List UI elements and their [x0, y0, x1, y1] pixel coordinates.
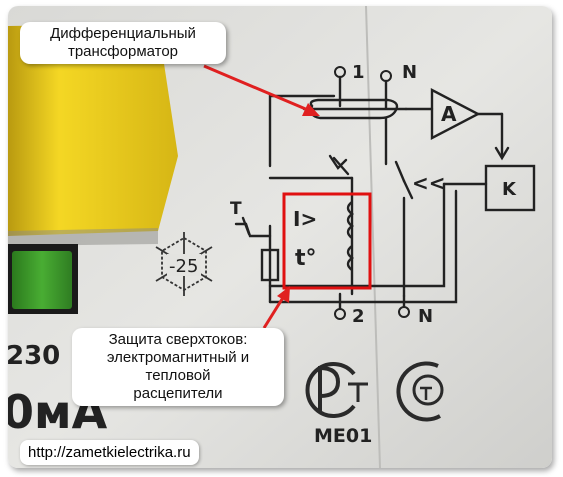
- arrow-to-breaker: [262, 295, 286, 329]
- terminal-top-n-label: N: [402, 62, 417, 83]
- temperature-rating: -25: [169, 256, 198, 277]
- arrow-to-breaker-head: [277, 286, 290, 303]
- annotation-arrows: [203, 64, 320, 329]
- cert-code: ME01: [314, 425, 372, 447]
- rcd-device-photo: 230 0мА -25 1 N: [8, 6, 552, 468]
- overcurrent-callout-line-4: расцепители: [133, 385, 223, 402]
- source-url: http://zametkielectrika.ru: [20, 440, 199, 465]
- terminal-bottom-2-label: 2: [352, 306, 365, 327]
- linkage-chevrons: <<: [412, 171, 446, 195]
- pct-cert-logo: [305, 362, 368, 418]
- terminal-top-1-label: 1: [352, 62, 365, 83]
- test-button-label: T: [230, 199, 242, 219]
- yellow-toggle: [8, 24, 178, 236]
- thermal-symbol: t°: [295, 246, 317, 271]
- transformer-callout-line-2: трансформатор: [67, 43, 179, 60]
- schematic-wiring: [234, 75, 536, 310]
- voltage-fragment: 230: [8, 341, 60, 371]
- toggle-shadow: [8, 228, 158, 246]
- overcurrent-callout-line-1: Защита сверхтоков:: [108, 331, 248, 348]
- terminal-bottom-n-label: N: [418, 306, 433, 327]
- overcurrent-callout-line-2: электромагнитный и: [106, 349, 250, 366]
- green-handle: [12, 251, 72, 309]
- terminal-bottom-n: N: [398, 306, 433, 327]
- overcurrent-symbol: I>: [293, 207, 317, 231]
- trip-coil: [346, 201, 354, 271]
- terminal-bottom-2: 2: [334, 306, 365, 327]
- transformer-callout: Дифференциальный трансформатор: [20, 22, 226, 64]
- cp-cert-logo: [396, 361, 444, 422]
- relay-label: K: [502, 179, 517, 200]
- transformer-callout-line-1: Дифференциальный: [50, 25, 196, 42]
- arrow-to-transformer-head: [302, 103, 320, 116]
- overcurrent-highlight-box: [282, 192, 372, 290]
- overcurrent-callout-line-3: тепловой: [145, 367, 211, 384]
- panel-seam: [365, 6, 381, 468]
- overcurrent-callout: Защита сверхтоков: электромагнитный и те…: [72, 328, 284, 406]
- hex-center-bg: [167, 254, 201, 276]
- arrow-to-transformer: [203, 64, 309, 112]
- amplifier-label: A: [441, 102, 457, 126]
